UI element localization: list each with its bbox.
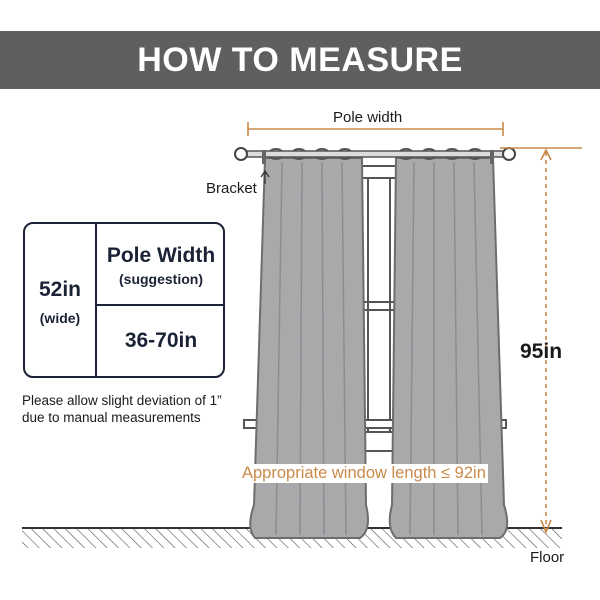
pole-width-dimension bbox=[247, 122, 504, 136]
pole-width-heading: Pole Width bbox=[106, 244, 216, 267]
table-horizontal-divider bbox=[95, 304, 223, 306]
window bbox=[243, 165, 507, 452]
pole-width-range: 36-70in bbox=[124, 329, 198, 352]
pole-width-label: Pole width bbox=[333, 109, 403, 126]
pole-width-sub: (suggestion) bbox=[119, 271, 203, 287]
height-dimension bbox=[540, 148, 552, 535]
bracket-label: Bracket bbox=[206, 180, 257, 197]
width-unit: (wide) bbox=[39, 310, 81, 326]
window-length-label: Appropriate window length ≤ 92in bbox=[240, 464, 488, 483]
note-line-2: due to manual measurements bbox=[22, 410, 201, 425]
size-table: 52in (wide) Pole Width (suggestion) 36-7… bbox=[23, 222, 225, 378]
deviation-note: Please allow slight deviation of 1” due … bbox=[22, 392, 252, 426]
note-line-1: Please allow slight deviation of 1” bbox=[22, 393, 222, 408]
width-value: 52in bbox=[38, 278, 82, 301]
height-label: 95in bbox=[520, 340, 563, 363]
bracket-arrow bbox=[260, 169, 270, 184]
right-curtain bbox=[388, 157, 509, 539]
floor-label: Floor bbox=[530, 549, 565, 566]
curtain-rod bbox=[234, 147, 516, 164]
table-vertical-divider bbox=[95, 224, 97, 376]
page-title: HOW TO MEASURE bbox=[137, 40, 463, 79]
header-banner: HOW TO MEASURE bbox=[0, 31, 600, 89]
